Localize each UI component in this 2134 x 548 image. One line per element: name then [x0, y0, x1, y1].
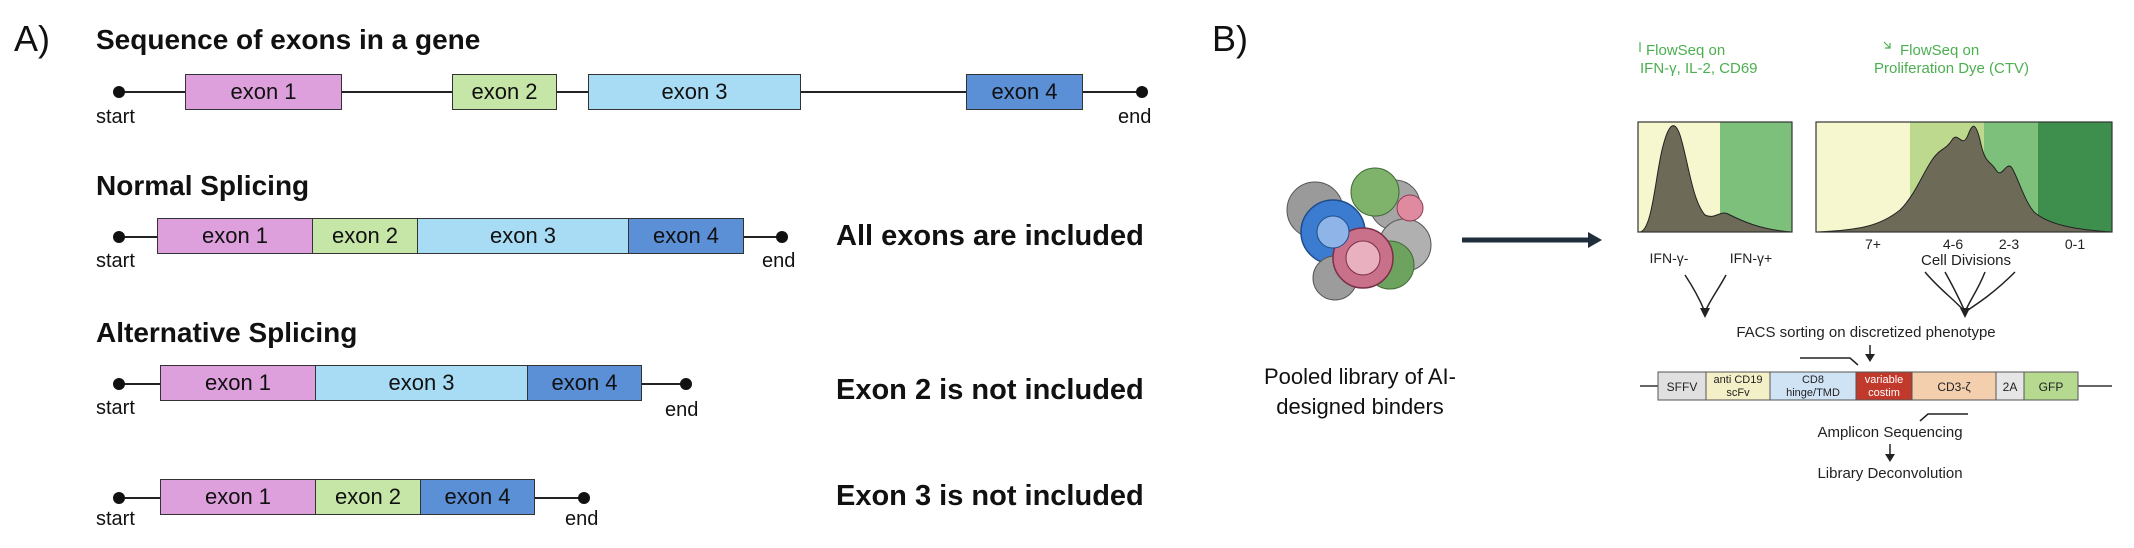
normal-splicing-heading: Normal Splicing — [96, 170, 310, 201]
panel-a-label: A) — [14, 18, 50, 59]
small-arrow-icon — [1883, 41, 1891, 49]
start-dot — [113, 86, 125, 98]
end-label: end — [565, 508, 599, 530]
gate-0-1 — [2038, 122, 2112, 232]
division-7plus-label: 7+ — [1865, 236, 1881, 252]
flowseq1-line-2: IFN-γ, IL-2, CD69 — [1640, 60, 1758, 77]
alt2-verdict: Exon 3 is not included — [836, 480, 1144, 512]
ifn-negative-label: IFN-γ- — [1650, 250, 1689, 266]
ctv-histogram — [1815, 121, 2113, 233]
scfv-label-2: scFv — [1726, 387, 1750, 399]
sffv-label: SFFV — [1667, 380, 1698, 394]
end-label: end — [1118, 106, 1152, 128]
scfv-label-1: anti CD19 — [1714, 374, 1763, 386]
gfp-label: GFP — [2039, 380, 2064, 394]
exon-3-box: exon 3 — [588, 74, 801, 110]
exon-3-box: exon 3 — [315, 365, 528, 401]
cell-green — [1350, 167, 1400, 217]
end-dot — [776, 231, 788, 243]
gfp-block — [2023, 371, 2079, 401]
histogram-curve — [1639, 125, 1793, 233]
cd3-block — [1911, 371, 1997, 401]
exon-2-box: exon 2 — [315, 479, 421, 515]
converge-arrow — [1684, 274, 1727, 313]
construct-elements — [1657, 371, 2079, 401]
sequence-heading: Sequence of exons in a gene — [96, 24, 481, 55]
converge-arrow — [1924, 271, 2016, 313]
exon-1-box: exon 1 — [185, 74, 342, 110]
exon-4-box: exon 4 — [966, 74, 1083, 110]
cd8-label-2: hinge/TMD — [1786, 387, 1840, 399]
division-4-6-label: 4-6 — [1943, 236, 1963, 252]
arrow-head — [1960, 308, 1970, 318]
exon-1-box: exon 1 — [160, 365, 316, 401]
normal-verdict: All exons are included — [836, 220, 1144, 252]
scfv-block — [1705, 371, 1771, 401]
cell-nucleus — [1345, 240, 1381, 276]
exon-2-box: exon 2 — [452, 74, 557, 110]
variable-label-2: costim — [1868, 387, 1900, 399]
amplicon-label: Amplicon Sequencing — [1817, 424, 1962, 441]
facs-label: FACS sorting on discretized phenotype — [1736, 324, 1995, 341]
arrow-head — [1885, 454, 1895, 462]
exon-1-box: exon 1 — [157, 218, 313, 254]
exon-1-box: exon 1 — [160, 479, 316, 515]
ifn-histogram — [1637, 121, 1793, 233]
flowseq2-line-2: Proliferation Dye (CTV) — [1874, 60, 2029, 77]
plot-frame — [1815, 121, 2113, 233]
start-label: start — [96, 106, 135, 128]
end-dot — [1136, 86, 1148, 98]
division-0-1-label: 0-1 — [2065, 236, 2085, 252]
exon-2-box: exon 2 — [312, 218, 418, 254]
exon-4-box: exon 4 — [420, 479, 535, 515]
end-label: end — [665, 399, 699, 421]
alternative-splicing-heading: Alternative Splicing — [96, 317, 358, 348]
end-dot — [680, 378, 692, 390]
variable-label-1: variable — [1865, 374, 1904, 386]
ifn-positive-label: IFN-γ+ — [1730, 250, 1772, 266]
end-label: end — [762, 250, 796, 272]
cd8-label-1: CD8 — [1802, 374, 1824, 386]
cell-cluster-illustration — [1286, 167, 1432, 301]
alt1-verdict: Exon 2 is not included — [836, 374, 1144, 406]
gate-positive — [1720, 122, 1792, 232]
flowseq1-line-1: FlowSeq on — [1646, 42, 1725, 59]
panel-b-label: B) — [1212, 18, 1248, 59]
exon-3-box: exon 3 — [417, 218, 629, 254]
library-caption: Pooled library of AI- designed binders — [1240, 362, 1480, 422]
library-caption-line-1: Pooled library of AI- — [1264, 364, 1456, 389]
variable-costim-block — [1855, 371, 1913, 401]
library-caption-line-2: designed binders — [1276, 394, 1444, 419]
flowseq2-line-1: FlowSeq on — [1900, 42, 1979, 59]
histogram-curve — [1817, 125, 2113, 233]
exon-4-box: exon 4 — [628, 218, 744, 254]
primer-forward — [1800, 357, 1859, 366]
sffv-block — [1657, 371, 1707, 401]
exon-4-box: exon 4 — [527, 365, 642, 401]
deconvolution-label: Library Deconvolution — [1817, 465, 1962, 482]
cd8-block — [1769, 371, 1857, 401]
plot-frame — [1637, 121, 1793, 233]
start-label: start — [96, 397, 135, 419]
end-dot — [578, 492, 590, 504]
start-label: start — [96, 250, 135, 272]
arrow-head — [1700, 308, 1710, 318]
start-label: start — [96, 508, 135, 530]
cell-divisions-label: Cell Divisions — [1921, 252, 2011, 269]
division-2-3-label: 2-3 — [1999, 236, 2019, 252]
start-dot — [113, 231, 125, 243]
arrow-head — [1588, 232, 1602, 248]
start-dot — [113, 378, 125, 390]
cell-pink — [1396, 194, 1424, 222]
primer-reverse — [1919, 413, 1968, 422]
t2a-label: 2A — [2003, 380, 2018, 394]
cd3-label: CD3-ζ — [1937, 380, 1971, 394]
cell-nucleus — [1316, 215, 1350, 249]
start-dot — [113, 492, 125, 504]
arrow-head — [1865, 354, 1875, 362]
